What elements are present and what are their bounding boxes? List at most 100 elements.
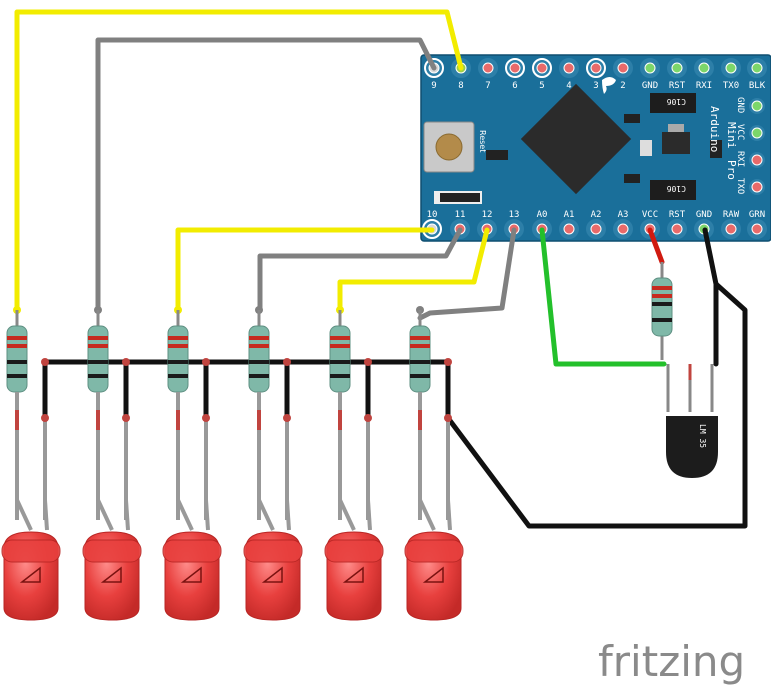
top-pin-label: 2 <box>620 81 625 91</box>
bottom-pin-label: 13 <box>509 210 520 220</box>
bottom-pin-label: A1 <box>564 210 575 220</box>
top-pin-2-7 <box>613 58 633 78</box>
capacitor-top-label: C10б <box>667 97 686 107</box>
sensor-resistor <box>651 277 673 337</box>
top-pin-label: 6 <box>512 81 517 91</box>
top-pin-row: 9 8 7 6 5 4 3 2 GND RST RXI TX0 BLK <box>424 58 767 91</box>
bottom-pin-raw-11 <box>721 219 741 239</box>
bottom-pin-a2-6 <box>586 219 606 239</box>
top-pin-7-2 <box>478 58 498 78</box>
board-title-mini: Mini <box>725 122 738 149</box>
wire-red-vcc <box>647 227 665 265</box>
bottom-pin-a1-5 <box>559 219 579 239</box>
side-pin-label-gnd: GND <box>735 97 745 113</box>
side-pin-label-vcc: VCC <box>735 124 745 140</box>
red-led-5 <box>324 531 384 621</box>
resistor-1 <box>6 310 28 393</box>
bottom-pin-grn-12 <box>747 219 767 239</box>
red-led-2 <box>82 531 142 621</box>
red-led-1 <box>1 531 61 621</box>
top-pin-3-6 <box>586 58 606 78</box>
top-pin-label: 3 <box>593 81 598 91</box>
wire-black-gnd-loop <box>445 281 748 529</box>
side-pin-rxi <box>749 152 765 168</box>
lm35-temperature-sensor: LM 35 <box>666 416 718 478</box>
side-pin-txo <box>749 179 765 195</box>
red-led-4 <box>243 531 303 621</box>
resistor-3 <box>167 310 189 393</box>
top-pin-tx0-11 <box>721 58 741 78</box>
sensor-branch: LM 35 <box>651 262 718 478</box>
side-pin-label-rxi: RXI <box>735 151 745 167</box>
led-channel-4 <box>243 306 303 621</box>
fritzing-watermark: fritzing <box>598 637 745 686</box>
top-pin-6-3 <box>505 58 525 78</box>
board-title-pro: Pro <box>725 160 738 180</box>
bottom-pin-a3-7 <box>613 219 633 239</box>
top-pin-gnd-8 <box>640 58 660 78</box>
wire-yellow-pin8 <box>14 9 464 313</box>
top-pin-label: 4 <box>566 81 571 91</box>
bottom-pin-label: VCC <box>642 210 658 220</box>
capacitor-bottom-label: C10б <box>667 184 686 194</box>
top-pin-label: BLK <box>749 81 766 91</box>
top-pin-label: RST <box>669 81 686 91</box>
top-pin-label: 8 <box>458 81 463 91</box>
board-title-arduino: Arduino <box>708 106 721 152</box>
lm35-label: LM 35 <box>698 424 707 448</box>
bottom-pin-label: A2 <box>591 210 602 220</box>
side-pin-label-txo: TXO <box>735 178 745 194</box>
wire-gray-pin11 <box>257 227 463 313</box>
resistor-4 <box>248 310 270 393</box>
bottom-pin-label: 11 <box>455 210 466 220</box>
top-pin-rxi-10 <box>694 58 714 78</box>
bottom-pin-label: GND <box>696 210 712 220</box>
side-pin-gnd <box>749 98 765 114</box>
bottom-pin-label: A0 <box>537 210 548 220</box>
led-channel-6 <box>404 306 464 621</box>
led-channel-3 <box>162 306 222 621</box>
wire-gray-pin9 <box>95 37 437 313</box>
led-channel-2 <box>82 306 142 621</box>
bottom-pin-label: A3 <box>618 210 629 220</box>
wire-gray-pin13 <box>417 227 517 321</box>
capacitor-top: C10б <box>650 93 696 113</box>
wire-yellow-pin10 <box>175 227 435 313</box>
red-led-6 <box>404 531 464 621</box>
resistor-5 <box>329 310 351 393</box>
bottom-pin-label: RAW <box>723 210 740 220</box>
reset-label: Reset <box>478 130 487 152</box>
red-led-3 <box>162 531 222 621</box>
bottom-pin-label: 10 <box>427 210 438 220</box>
top-pin-4-5 <box>559 58 579 78</box>
bottom-pin-rst-9 <box>667 219 687 239</box>
sparkfun-flame-icon <box>602 77 616 94</box>
side-pin-column <box>749 98 765 195</box>
resistor-6 <box>409 310 431 393</box>
capacitor-bottom: C10б <box>650 180 696 200</box>
top-pin-rst-9 <box>667 58 687 78</box>
wires <box>14 9 748 529</box>
side-pin-vcc <box>749 125 765 141</box>
bottom-pin-label: RST <box>669 210 686 220</box>
top-pin-label: RXI <box>696 81 712 91</box>
microcontroller-chip <box>520 83 632 195</box>
top-pin-label: GND <box>642 81 658 91</box>
top-pin-label: 7 <box>485 81 490 91</box>
wire-black-gnd-sensor <box>702 227 719 367</box>
led-channel-1 <box>1 306 61 621</box>
top-pin-label: TX0 <box>723 81 739 91</box>
bottom-pin-label: GRN <box>749 210 765 220</box>
led-columns <box>1 306 464 621</box>
wire-green-a0 <box>539 227 667 367</box>
bottom-pin-label: 12 <box>482 210 493 220</box>
wire-yellow-pin12 <box>337 227 490 313</box>
top-pin-label: 9 <box>431 81 436 91</box>
top-pin-blk-12 <box>747 58 767 78</box>
led-channel-5 <box>324 306 384 621</box>
reset-button <box>423 121 475 173</box>
top-pin-5-4 <box>532 58 552 78</box>
top-pin-label: 5 <box>539 81 544 91</box>
arduino-pro-mini-board: Reset C10б C10б Arduino Pro Mini GND VCC… <box>420 54 771 242</box>
